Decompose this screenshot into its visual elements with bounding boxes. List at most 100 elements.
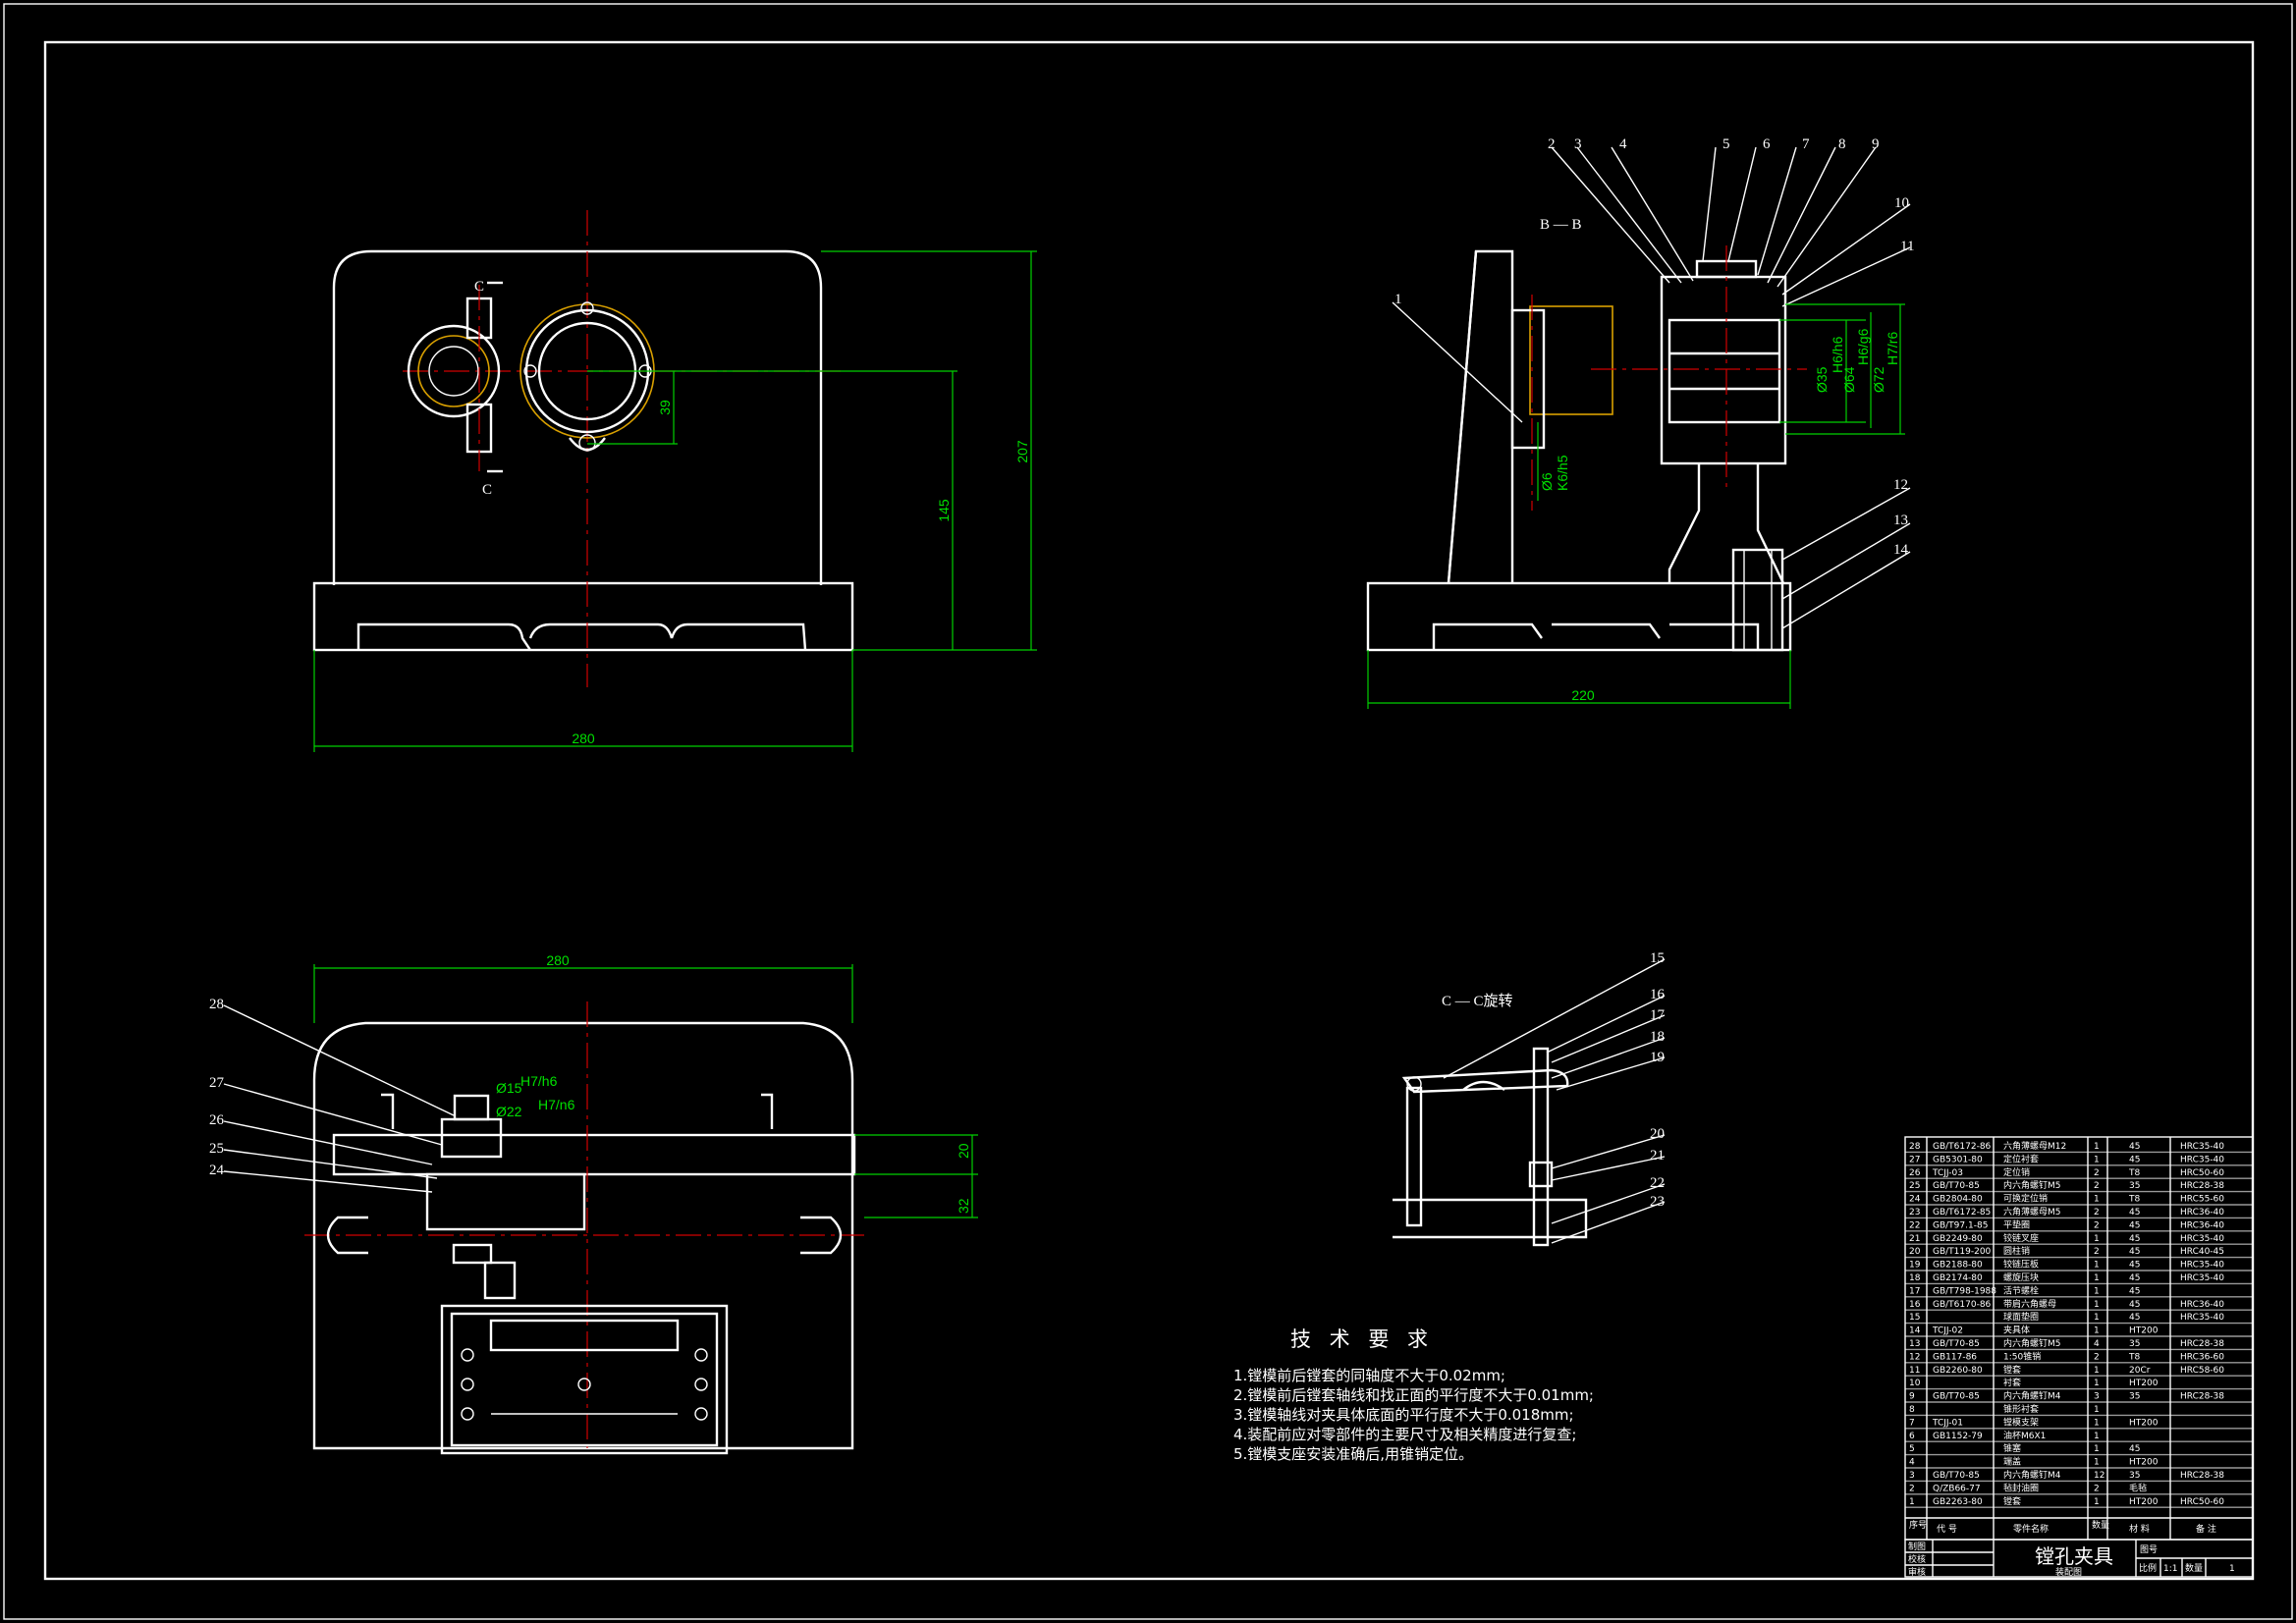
- bom-cell: GB2804-80: [1933, 1195, 1983, 1205]
- bom-cell: HT200: [2129, 1379, 2159, 1388]
- bom-cell: 45: [2129, 1300, 2140, 1310]
- bom-cell: 2: [2094, 1181, 2100, 1191]
- bom-cell: GB/T70-85: [1933, 1471, 1980, 1481]
- balloon-24: 24: [209, 1163, 225, 1178]
- bom-cell: HRC35-40: [2180, 1313, 2224, 1323]
- bom-cell: 六角薄螺母M5: [2003, 1206, 2061, 1217]
- cc-view: C — C旋转 15 16 17 18 19 20 21 22 23: [1393, 950, 1666, 1247]
- bom-cell: GB5301-80: [1933, 1155, 1983, 1164]
- dim-d15: Ø15: [496, 1080, 522, 1096]
- bom-cell: 35: [2129, 1392, 2140, 1402]
- balloon-9: 9: [1872, 136, 1880, 152]
- bom-cell: 45: [2129, 1234, 2140, 1244]
- bom-cell: 12: [1909, 1352, 1920, 1362]
- bom-cell: 1: [2094, 1142, 2100, 1152]
- bom-cell: HT200: [2129, 1497, 2159, 1507]
- bom-cell: HRC28-38: [2180, 1392, 2224, 1402]
- bom-cell: 13: [1909, 1339, 1920, 1349]
- bom-cell: 定位衬套: [2003, 1153, 2039, 1164]
- bom-cell: 2: [2094, 1247, 2100, 1257]
- bom-cell: 2: [2094, 1168, 2100, 1178]
- bom-cell: 1: [1909, 1497, 1915, 1507]
- bom-cell: 锥形衬套: [2003, 1403, 2039, 1415]
- bom-cell: 17: [1909, 1286, 1920, 1296]
- dim-h20: 20: [956, 1143, 971, 1159]
- bom-cell: 45: [2129, 1208, 2140, 1217]
- balloon-27: 27: [209, 1075, 225, 1091]
- tech-requirements-title: 技 术 要 求: [1290, 1327, 1434, 1351]
- bom-cell: 8: [1909, 1405, 1915, 1415]
- balloon-7: 7: [1802, 136, 1810, 152]
- title-row-label-1: 制图: [1908, 1541, 1926, 1552]
- bom-cell: HRC28-38: [2180, 1339, 2224, 1349]
- cut-mark-c-top: C: [474, 279, 484, 295]
- bom-cell: 18: [1909, 1273, 1921, 1283]
- bom-cell: HT200: [2129, 1458, 2159, 1468]
- bom-cell: 22: [1909, 1220, 1920, 1230]
- balloon-14: 14: [1893, 542, 1909, 558]
- top-view: 280 20 32 Ø15 H7/h6 Ø22 H7/n6 28 27 26 2…: [209, 952, 978, 1455]
- bom-cell: 活节螺栓: [2003, 1284, 2039, 1296]
- dim-side-width: 220: [1571, 687, 1595, 703]
- bom-cell: HT200: [2129, 1326, 2159, 1336]
- bom-cell: GB/T70-85: [1933, 1392, 1980, 1402]
- balloon-28: 28: [209, 997, 224, 1012]
- bom-cell: 45: [2129, 1444, 2140, 1454]
- bom-cell: 3: [2094, 1392, 2100, 1402]
- bom-cell: 可换定位销: [2003, 1193, 2048, 1205]
- bom-cell: 3: [1909, 1471, 1915, 1481]
- balloon-12: 12: [1893, 477, 1908, 493]
- balloon-22: 22: [1650, 1175, 1665, 1191]
- balloon-1: 1: [1394, 292, 1402, 307]
- bom-cell: 毡封油圈: [2003, 1482, 2039, 1493]
- bom-cell: GB2260-80: [1933, 1366, 1983, 1376]
- bom-cell: 衬套: [2003, 1377, 2021, 1388]
- bom-cell: 1: [2094, 1155, 2100, 1164]
- balloon-19: 19: [1650, 1050, 1665, 1065]
- bom-cell: 1: [2094, 1432, 2100, 1441]
- bom-cell: 2: [1909, 1484, 1915, 1493]
- bom-cell: 1: [2094, 1405, 2100, 1415]
- inner-frame: [43, 40, 2255, 1581]
- bom-cell: HRC36-40: [2180, 1220, 2224, 1230]
- bom-cell: 1: [2094, 1195, 2100, 1205]
- bom-cell: 1: [2094, 1326, 2100, 1336]
- side-balloons: 2 3 4 5 6 7 8 9 10 11 1 12 13 14: [1392, 136, 1914, 629]
- bom-cell: 端盖: [2003, 1456, 2021, 1468]
- qty-label: 数量: [2185, 1562, 2203, 1574]
- bom-cell: 35: [2129, 1339, 2140, 1349]
- bom-cell: 1:50锥销: [2003, 1350, 2041, 1362]
- bom-cell: 21: [1909, 1234, 1920, 1244]
- bom-cell: HRC35-40: [2180, 1234, 2224, 1244]
- bom-cell: 45: [2129, 1286, 2140, 1296]
- bom-cell: 45: [2129, 1273, 2140, 1283]
- bom-cell: 5: [1909, 1444, 1915, 1454]
- bom-cell: GB/T70-85: [1933, 1339, 1980, 1349]
- bom-header-name: 零件名称: [2013, 1523, 2049, 1535]
- bom-cell: HRC40-45: [2180, 1247, 2224, 1257]
- bom-cell: GB/T6170-86: [1933, 1300, 1992, 1310]
- bom-cell: 1: [2094, 1497, 2100, 1507]
- bom-header-note: 备 注: [2196, 1523, 2216, 1535]
- dim-d72: Ø72: [1871, 366, 1886, 393]
- bom-cell: 4: [1909, 1458, 1915, 1468]
- bom-cell: 12: [2094, 1471, 2105, 1481]
- bom-cell: HRC35-40: [2180, 1142, 2224, 1152]
- dim-d22: Ø22: [496, 1104, 522, 1119]
- balloon-20: 20: [1650, 1126, 1665, 1142]
- bom-cell: 1: [2094, 1458, 2100, 1468]
- bom-cell: 25: [1909, 1181, 1920, 1191]
- bom-cell: 23: [1909, 1208, 1920, 1217]
- dim-height-center: 145: [936, 499, 952, 522]
- dim-d64: Ø64: [1841, 366, 1857, 393]
- figure-no-label: 图号: [2140, 1544, 2158, 1555]
- bom-cell: 35: [2129, 1181, 2140, 1191]
- cc-balloons: 15 16 17 18 19 20 21 22 23: [1443, 950, 1666, 1244]
- bom-cell: GB117-86: [1933, 1352, 1977, 1362]
- side-view-bb: B — B: [1366, 136, 1914, 709]
- bom-cell: 1: [2094, 1273, 2100, 1283]
- balloon-10: 10: [1894, 195, 1909, 211]
- dim-d15-fit: H7/h6: [520, 1073, 558, 1089]
- tech-requirements: 技 术 要 求 1.镗模前后镗套的同轴度不大于0.02mm; 2.镗模前后镗套轴…: [1233, 1327, 1594, 1463]
